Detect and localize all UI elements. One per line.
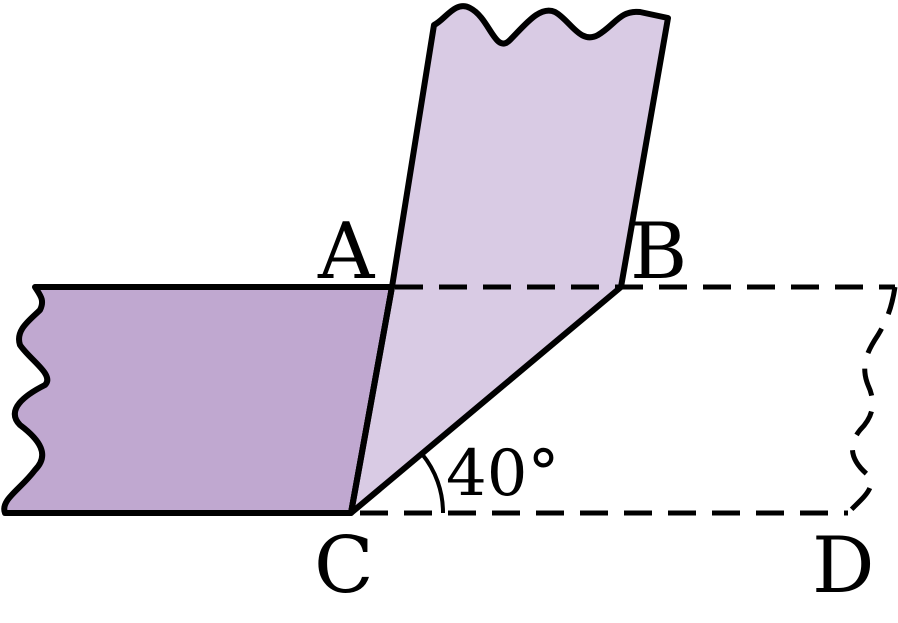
fold-edge-ac (348, 286, 395, 514)
dashed-right-edge (846, 286, 898, 515)
label-d: D (812, 521, 875, 611)
label-a: A (317, 207, 376, 297)
label-b: B (630, 207, 687, 297)
angle-value-label: 40° (446, 437, 559, 511)
label-c: C (314, 521, 374, 611)
strip-folded-part (348, 3, 671, 516)
angle-arc (420, 452, 446, 514)
original-strip-outline (360, 284, 898, 516)
strip-left-part (1, 284, 395, 516)
